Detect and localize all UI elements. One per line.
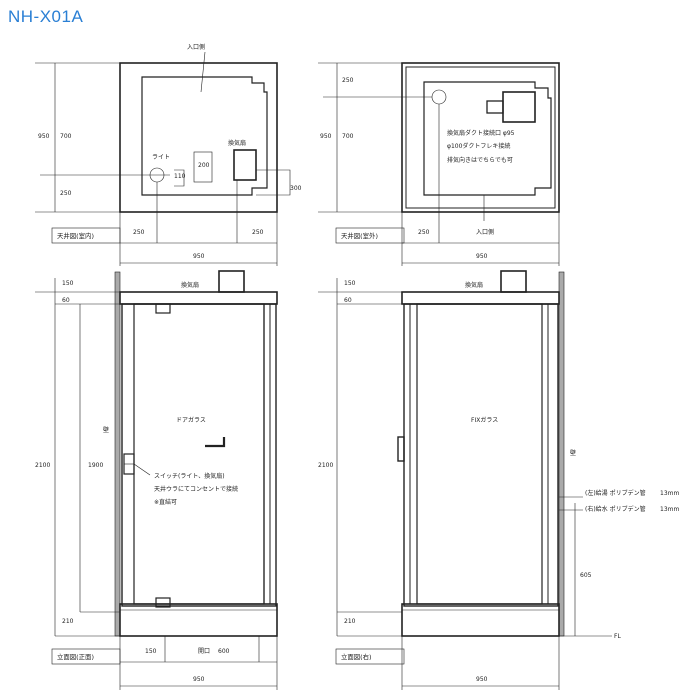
drawing-title: NH-X01A [8, 7, 84, 26]
duct-connector [486, 100, 504, 114]
dim-605: 605 [580, 572, 592, 579]
right-base [401, 603, 560, 637]
front-elevation: 換気扇 スイッチ(ライト、換気扇) 天井ウラにてコンセントで接続 ※直結可 ドア… [35, 270, 278, 690]
switch-note-3: ※直結可 [154, 498, 177, 506]
view-label: 天井図(室内) [57, 231, 94, 240]
dim-250-b: 250 [252, 229, 264, 236]
side-handle [397, 436, 405, 462]
right-frame [403, 303, 559, 607]
front-dim-2100: 2100 [35, 462, 50, 469]
door-handle [205, 437, 226, 448]
front-dim-1900: 1900 [88, 462, 103, 469]
duct-box [502, 91, 536, 123]
fan-dim-box [193, 151, 213, 183]
door-glass-label: ドアガラス [176, 416, 206, 424]
fan-box [233, 149, 257, 181]
front-dim-210: 210 [62, 618, 74, 625]
fan-label: 換気扇 [228, 139, 246, 147]
dim-110-bracket [174, 169, 185, 187]
ext-entrance-label: 入口側 [476, 228, 494, 236]
dim-950-height: 950 [38, 133, 50, 140]
right-dim-150: 150 [344, 280, 356, 287]
right-wall-hatch [558, 271, 565, 637]
entrance-leader [200, 51, 206, 93]
supply-pipe-label: (右)給水 ポリブデン管 [585, 505, 646, 513]
ceiling-inner-outline [141, 76, 268, 196]
dim-950-width: 950 [193, 253, 205, 260]
switch-note-1: スイッチ(ライト、換気扇) [154, 472, 225, 480]
front-view-label-box [51, 648, 121, 665]
fix-glass-label: FIXガラス [471, 416, 498, 424]
duct-note-3: 排気向きはでちらでも可 [447, 156, 513, 164]
right-ceiling-box [401, 291, 560, 305]
ceiling-plan-exterior: 換気扇ダクト接続口 φ95 φ100ダクトフレキ接続 排気向きはでちらでも可 入… [318, 62, 560, 266]
opening-label: 開口 [198, 648, 210, 655]
fl-label: FL [614, 633, 621, 640]
right-view-label-box [335, 648, 405, 665]
front-dim-60: 60 [62, 297, 70, 304]
pipe-size-2: 13mm [660, 506, 679, 513]
ext-inner-outline [423, 81, 552, 196]
ceiling-outer-frame [119, 62, 278, 213]
ext-view-label-box [335, 227, 405, 244]
front-fan-box [218, 270, 245, 293]
fix-glass-panel [416, 303, 543, 605]
right-dim-2100: 2100 [318, 462, 333, 469]
ext-dim-700: 700 [342, 133, 354, 140]
front-dim-150-w: 150 [145, 648, 157, 655]
top-hinge [155, 303, 171, 314]
right-dim-60: 60 [344, 297, 352, 304]
door-glass-panel [133, 303, 265, 605]
ext-dim-950-w: 950 [476, 253, 488, 260]
right-view-label: 立面図(右) [341, 652, 372, 661]
ext-second-frame [405, 66, 556, 209]
front-wall-label: 壁 [103, 426, 109, 434]
dim-700: 700 [60, 133, 72, 140]
dim-250-a: 250 [133, 229, 145, 236]
view-label-box [51, 227, 121, 244]
drain-pipe-label: (左)給湯 ポリブデン管 [585, 489, 646, 497]
duct-note-1: 換気扇ダクト接続口 φ95 [447, 129, 515, 137]
ext-dim-950: 950 [320, 133, 332, 140]
front-dim-950: 950 [193, 676, 205, 683]
light-label: ライト [152, 154, 170, 161]
front-frame [121, 303, 277, 607]
ext-dim-250: 250 [342, 77, 354, 84]
right-dim-210: 210 [344, 618, 356, 625]
front-dim-600: 600 [218, 648, 230, 655]
front-dim-150: 150 [62, 280, 74, 287]
front-ceiling-box [119, 291, 278, 305]
dim-300: 300 [290, 185, 302, 192]
ext-outer-frame [401, 62, 560, 213]
bottom-hinge [155, 597, 171, 608]
right-fan-box [500, 270, 527, 293]
right-wall-label: 壁 [570, 449, 576, 457]
front-fan-label: 換気扇 [181, 281, 199, 289]
dim-250-left: 250 [60, 190, 72, 197]
dim-200: 200 [198, 162, 210, 169]
front-base [119, 603, 278, 637]
duct-hole-circle [431, 89, 447, 105]
ext-view-label: 天井図(室外) [341, 231, 378, 240]
wall-hatch [114, 271, 121, 637]
ext-dim-250-w: 250 [418, 229, 430, 236]
pipe-size-1: 13mm [660, 490, 679, 497]
right-dim-950: 950 [476, 676, 488, 683]
dim-300-bracket [256, 169, 291, 196]
right-elevation: 換気扇 FIXガラス 壁 (左)給湯 ポリブデン管 13mm (右)給水 ポリブ… [318, 270, 679, 690]
right-fan-label: 換気扇 [465, 281, 483, 289]
duct-note-2: φ100ダクトフレキ接続 [447, 142, 510, 150]
dim-110: 110 [174, 173, 186, 180]
front-view-label: 立面図(正面) [57, 652, 94, 661]
ceiling-plan-interior: 入口側 換気扇 200 ライト 110 300 950 700 250 250 … [35, 43, 302, 266]
switch-note-2: 天井ウラにてコンセントで接続 [154, 485, 238, 493]
entrance-label: 入口側 [187, 43, 205, 51]
